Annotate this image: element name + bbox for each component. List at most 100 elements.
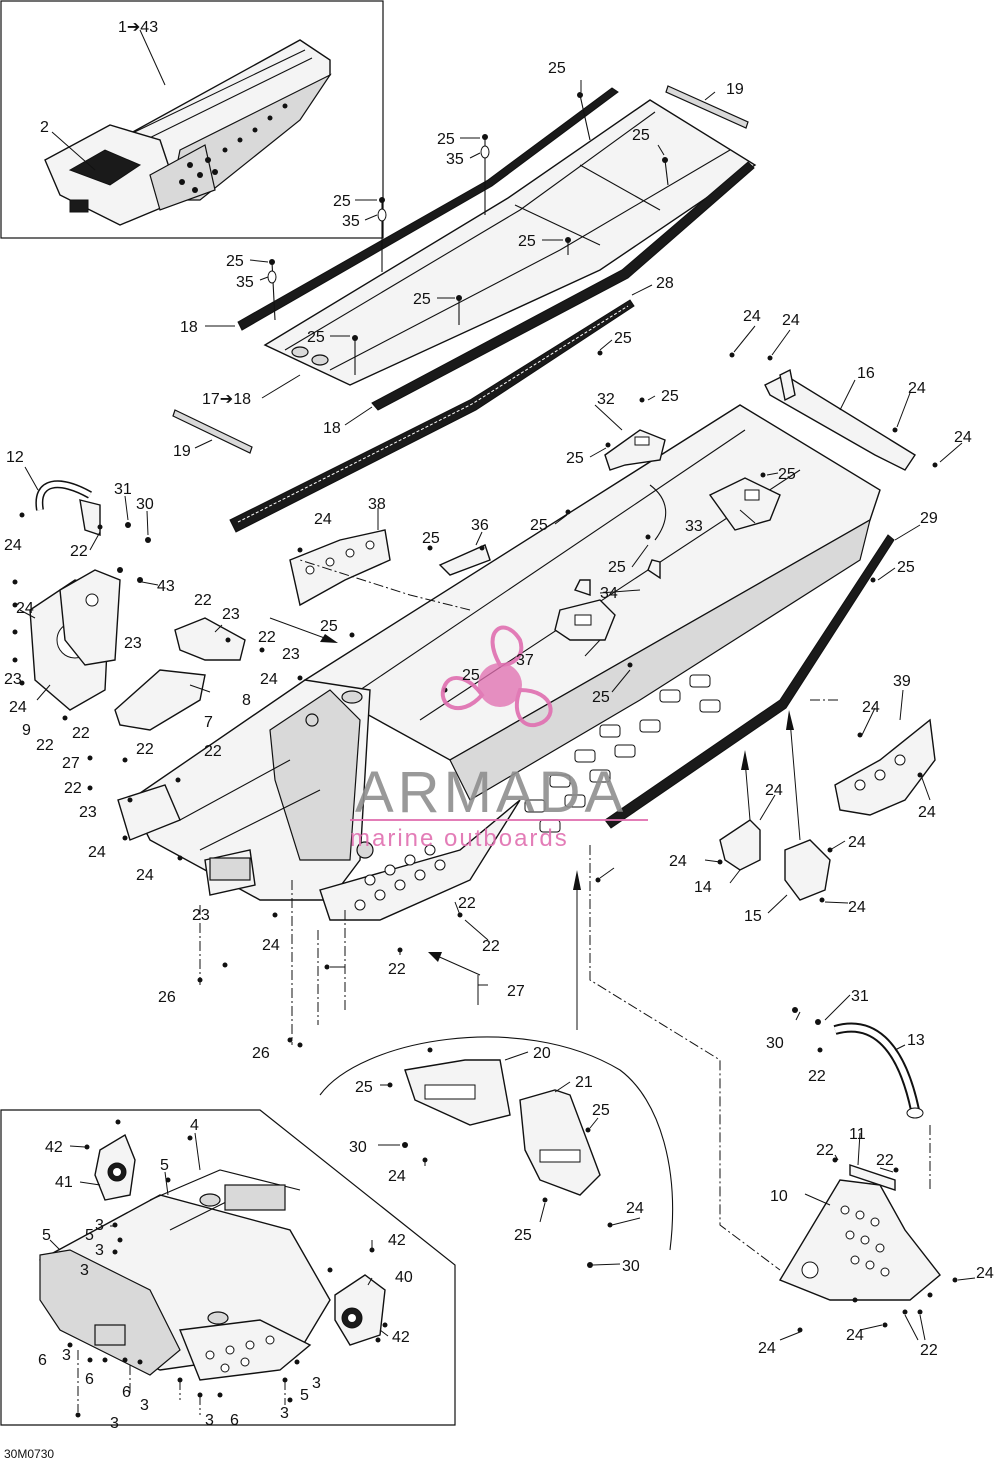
callout-label: 17➔18 (202, 391, 251, 408)
watermark: ARMADA marine outboards (350, 625, 648, 852)
callout-label: 15 (744, 908, 762, 925)
watermark-brand: ARMADA (355, 760, 627, 825)
callout-label: 19 (173, 443, 191, 460)
callout-label: 25 (320, 618, 338, 635)
inset-top-label: 2 (40, 119, 49, 136)
callout-label: 24 (782, 312, 800, 329)
callout-label: 22 (70, 543, 88, 560)
callout-label: 24 (9, 699, 27, 716)
inset-bottom-label: 42 (388, 1232, 406, 1249)
callout-label: 30 (349, 1139, 367, 1156)
callout-label: 29 (920, 510, 938, 527)
callout-label: 22 (204, 743, 222, 760)
callout-label: 12 (6, 449, 24, 466)
callout-label: 24 (314, 511, 332, 528)
leader-lines (19, 80, 976, 1341)
inset-bottom-label: 6 (230, 1412, 239, 1429)
callout-label: 24 (16, 600, 34, 617)
inset-bottom-label: 3 (95, 1217, 104, 1234)
callout-label: 31 (851, 988, 869, 1005)
callout-label: 20 (533, 1045, 551, 1062)
callout-label: 25 (226, 253, 244, 270)
callout-label: 19 (726, 81, 744, 98)
inset-bottom-label: 4 (190, 1117, 199, 1134)
callout-label: 25 (592, 1102, 610, 1119)
callout-label: 22 (36, 737, 54, 754)
callout-label: 25 (897, 559, 915, 576)
callout-label: 22 (388, 961, 406, 978)
inset-bottom-label: 3 (312, 1375, 321, 1392)
callout-label: 25 (548, 60, 566, 77)
callout-label: 31 (114, 481, 132, 498)
callout-label: 28 (656, 275, 674, 292)
callout-label: 30 (622, 1258, 640, 1275)
callout-label: 22 (482, 938, 500, 955)
callout-label: 25 (518, 233, 536, 250)
callout-label: 14 (694, 879, 712, 896)
callout-label: 25 (608, 559, 626, 576)
callout-label: 22 (920, 1342, 938, 1359)
callout-label: 16 (857, 365, 875, 382)
callout-label: 33 (685, 518, 703, 535)
callout-labels: 25 19 25 35 25 25 35 25 25 35 25 28 18 2… (4, 60, 994, 1359)
callout-label: 37 (516, 652, 534, 669)
inset-bottom-label: 5 (85, 1227, 94, 1244)
callout-label: 25 (592, 689, 610, 706)
callout-label: 30 (136, 496, 154, 513)
callout-label: 24 (260, 671, 278, 688)
callout-label: 22 (876, 1152, 894, 1169)
inset-bottom-label: 5 (160, 1157, 169, 1174)
rail-group (172, 85, 757, 533)
watermark-tagline: marine outboards (350, 825, 569, 852)
callout-label: 24 (918, 804, 936, 821)
inset-bottom-label: 5 (300, 1387, 309, 1404)
callout-label: 23 (4, 671, 22, 688)
callout-label: 26 (158, 989, 176, 1006)
inset-bottom-label: 3 (95, 1242, 104, 1259)
inset-bottom-label: 6 (38, 1352, 47, 1369)
callout-label: 23 (282, 646, 300, 663)
callout-label: 24 (88, 844, 106, 861)
callout-label: 24 (954, 429, 972, 446)
callout-label: 18 (180, 319, 198, 336)
callout-label: 11 (849, 1126, 866, 1143)
callout-label: 9 (22, 722, 31, 739)
callout-label: 21 (575, 1074, 593, 1091)
callout-label: 10 (770, 1188, 788, 1205)
callout-label: 22 (136, 741, 154, 758)
callout-label: 25 (514, 1227, 532, 1244)
callout-label: 24 (136, 867, 154, 884)
inset-bottom-label: 3 (110, 1415, 119, 1432)
inset-bottom-label: 6 (85, 1371, 94, 1388)
inset-bottom-label: 3 (80, 1262, 89, 1279)
callout-label: 24 (862, 699, 880, 716)
callout-label: 32 (597, 391, 615, 408)
callout-label: 25 (614, 330, 632, 347)
fasteners (12, 352, 958, 1333)
callout-label: 24 (848, 899, 866, 916)
callout-label: 24 (908, 380, 926, 397)
callout-label: 36 (471, 517, 489, 534)
callout-label: 18 (323, 420, 341, 437)
inset-bottom-label: 6 (122, 1384, 131, 1401)
callout-label: 25 (422, 530, 440, 547)
inset-bottom-label: 41 (55, 1174, 73, 1191)
callout-label: 25 (437, 131, 455, 148)
callout-label: 35 (342, 213, 360, 230)
callout-label: 38 (368, 496, 386, 513)
diagram-code: 30M0730 (4, 1447, 54, 1461)
inset-top-frame: 1➔43 2 (0, 0, 384, 239)
callout-label: 26 (252, 1045, 270, 1062)
callout-label: 27 (507, 983, 525, 1000)
inset-bottom-label: 40 (395, 1269, 413, 1286)
callout-label: 25 (632, 127, 650, 144)
callout-label: 25 (462, 667, 480, 684)
callout-label: 23 (124, 635, 142, 652)
callout-label: 39 (893, 673, 911, 690)
inset-bottom-label: 42 (392, 1329, 410, 1346)
inset-top-label: 1➔43 (118, 19, 158, 36)
callout-label: 24 (262, 937, 280, 954)
callout-label: 25 (333, 193, 351, 210)
callout-label: 22 (194, 592, 212, 609)
